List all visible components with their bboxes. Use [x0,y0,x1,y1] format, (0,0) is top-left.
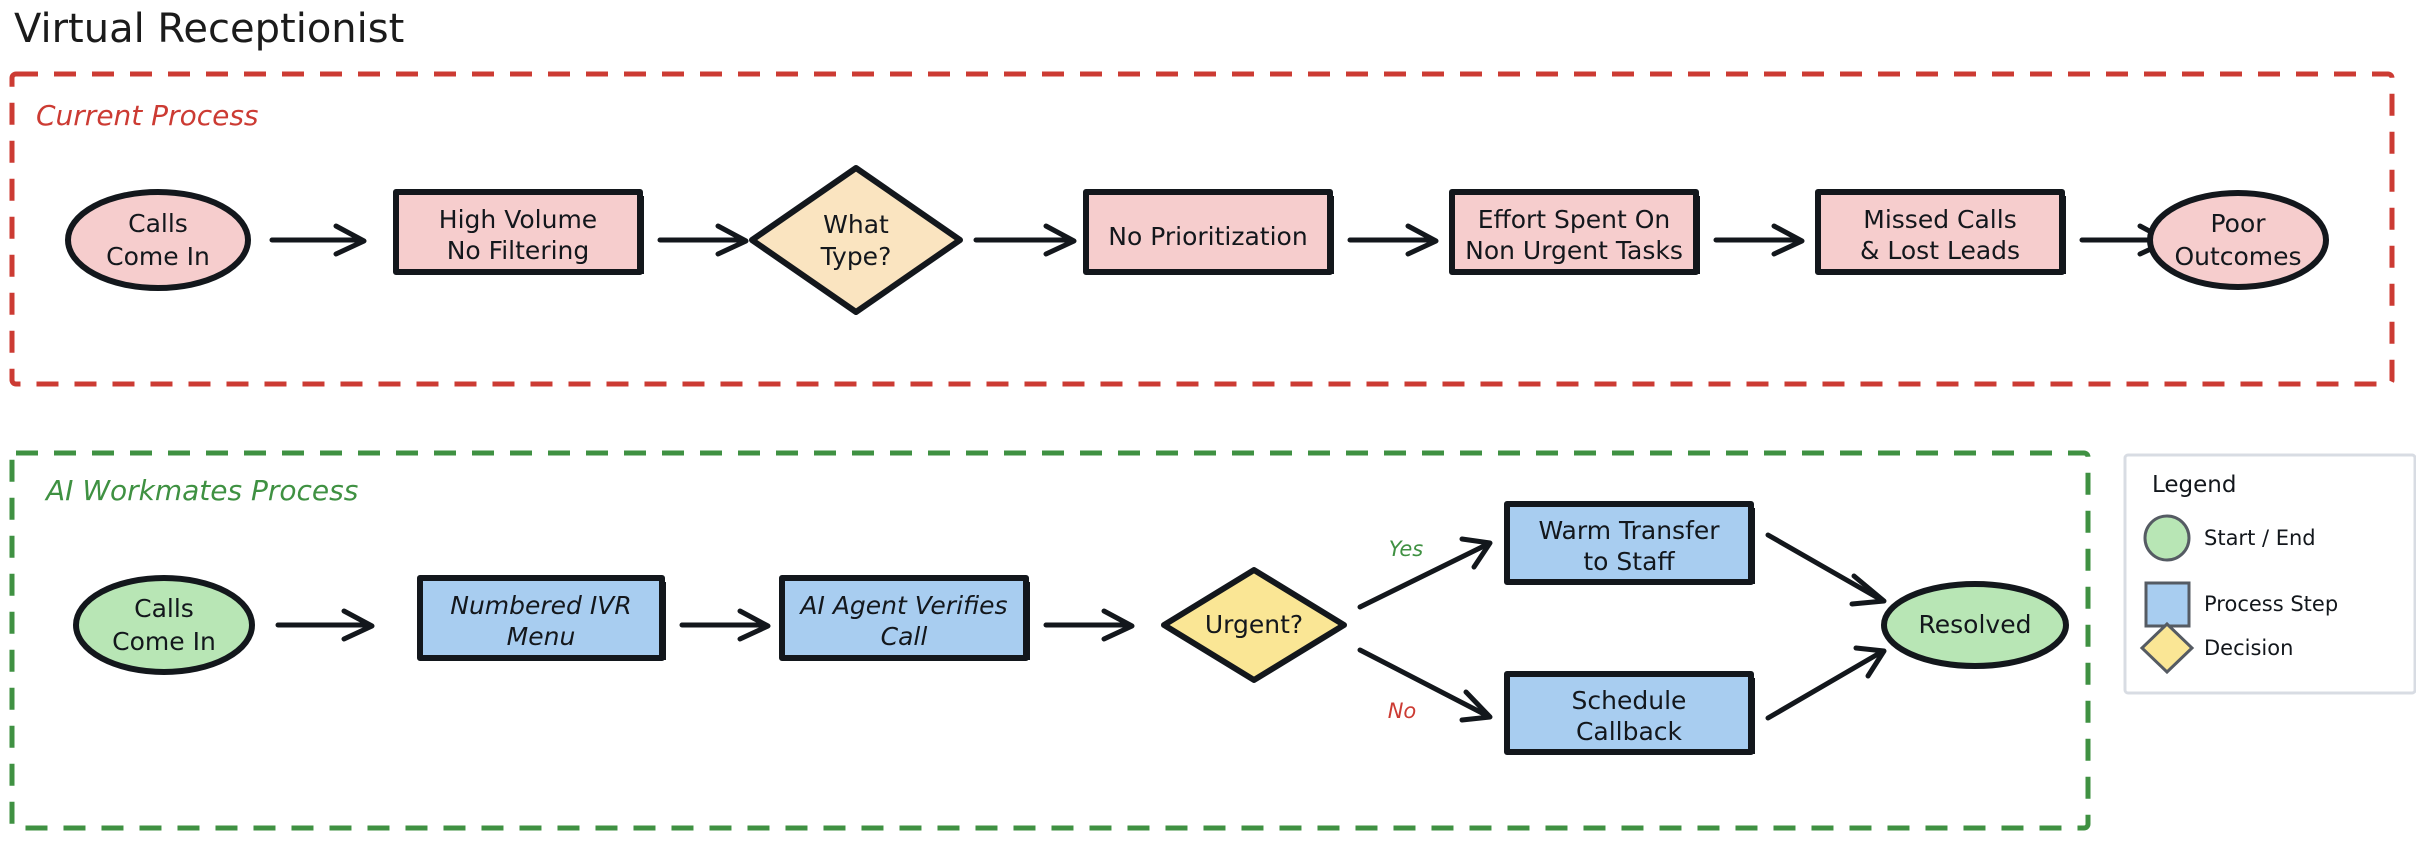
node-shape-ellipse [1881,581,2069,669]
edge-ai-verify-to-ai-urgent [1043,608,1135,642]
edge-cp-type-to-cp-noprio [973,223,1077,257]
node-shape-rectangle [417,575,665,661]
node-shape-rectangle [1449,189,1699,275]
node-label-line1: Resolved [1919,610,2032,639]
node-ai-callback[interactable]: Schedule Callback [1504,671,1755,755]
node-label-line2: Menu [507,622,576,651]
edge-ai-ivr-to-ai-verify [679,608,771,642]
edge-cp-volume-to-cp-type [657,223,749,257]
node-cp-end[interactable]: Poor Outcomes [2147,190,2329,290]
node-label-line1: Urgent? [1205,610,1303,639]
legend-item-decision: Decision [2139,621,2293,675]
edge-ai-transfer-to-ai-resolved [1765,532,1887,607]
node-label-line1: High Volume [439,205,597,234]
node-label-line2: Outcomes [2174,242,2301,271]
node-cp-missed[interactable]: Missed Calls & Lost Leads [1815,189,2066,275]
node-shape-ellipse [73,575,255,675]
node-shape-rectangle [393,189,643,275]
page-title: Virtual Receptionist [14,6,404,52]
edge-label-yes: Yes [1389,537,1423,561]
node-shape-diamond [1161,567,1347,683]
edge-cp-start-to-cp-volume [269,223,367,257]
node-label-line1: Missed Calls [1863,205,2016,234]
node-ai-verify[interactable]: AI Agent Verifies Call [779,575,1030,661]
node-ai-start[interactable]: Calls Come In [73,575,255,675]
node-label-line1: Calls [128,209,188,238]
legend-title: Legend [2152,472,2237,498]
edge-label-no: No [1388,699,1417,723]
node-shape-rectangle [1504,671,1754,755]
ai-process-border [9,450,2091,831]
node-cp-start[interactable]: Calls Come In [65,189,251,291]
node-label-line1: AI Agent Verifies [798,591,1007,620]
node-shape-ellipse [65,189,251,291]
node-label-line1: No Prioritization [1108,222,1307,251]
node-cp-volume[interactable]: High Volume No Filtering [393,189,644,275]
node-ai-ivr[interactable]: Numbered IVR Menu [417,575,666,661]
node-cp-noprio[interactable]: No Prioritization [1083,189,1334,275]
node-shape-rectangle [1083,189,1333,275]
edge-ai-urgent-to-ai-callback: No [1357,647,1493,723]
edge-ai-start-to-ai-ivr [275,608,375,642]
node-label-line2: & Lost Leads [1860,236,2020,265]
node-label-line2: Non Urgent Tasks [1465,236,1683,265]
node-label-line1: Effort Spent On [1478,205,1671,234]
current-process-label: Current Process [36,99,259,132]
node-shape-rectangle [1504,501,1754,585]
legend-swatch-square-icon [2144,581,2191,628]
node-label-line1: What [823,210,889,239]
node-label-line2: to Staff [1583,547,1675,576]
node-ai-urgent[interactable]: Urgent? [1161,567,1347,683]
group-ai-workmates-process: AI Workmates Process [9,450,2091,831]
node-label-line2: Call [881,622,928,651]
legend-item-start-end: Start / End [2143,514,2316,562]
node-label-line1: Poor [2210,209,2266,238]
node-label-line2: Come In [106,242,210,271]
node-shape-ellipse [2147,190,2329,290]
node-shape-rectangle [1815,189,2065,275]
node-label-line2: No Filtering [447,236,590,265]
edge-cp-noprio-to-cp-effort [1347,223,1439,257]
node-label-line2: Type? [820,242,892,271]
edge-cp-effort-to-cp-missed [1713,223,1805,257]
node-label-line1: Numbered IVR [450,591,631,620]
node-cp-effort[interactable]: Effort Spent On Non Urgent Tasks [1449,189,1700,275]
node-shape-diamond [749,165,963,315]
node-label-line2: Come In [112,627,216,656]
node-label-line2: Callback [1576,717,1683,746]
node-ai-transfer[interactable]: Warm Transfer to Staff [1504,501,1755,585]
legend-label: Start / End [2204,526,2316,550]
ai-process-label: AI Workmates Process [44,474,358,507]
legend-label: Process Step [2204,592,2338,616]
legend-swatch-circle-icon [2143,514,2191,562]
node-cp-type[interactable]: What Type? [749,165,963,315]
legend-panel: Legend Start / End Process Step Decision [2123,453,2416,695]
node-label-line1: Schedule [1572,686,1687,715]
node-label-line1: Warm Transfer [1538,516,1720,545]
legend-label: Decision [2204,636,2293,660]
legend-swatch-diamond-icon [2139,621,2195,675]
node-ai-resolved[interactable]: Resolved [1881,581,2069,669]
group-current-process: Current Process [9,71,2395,387]
node-label-line1: Calls [134,594,194,623]
edge-ai-urgent-to-ai-transfer: Yes [1357,536,1493,610]
legend-border [2123,453,2416,695]
node-shape-rectangle [779,575,1029,661]
edge-ai-callback-to-ai-resolved [1765,645,1887,721]
current-process-border [9,71,2395,387]
